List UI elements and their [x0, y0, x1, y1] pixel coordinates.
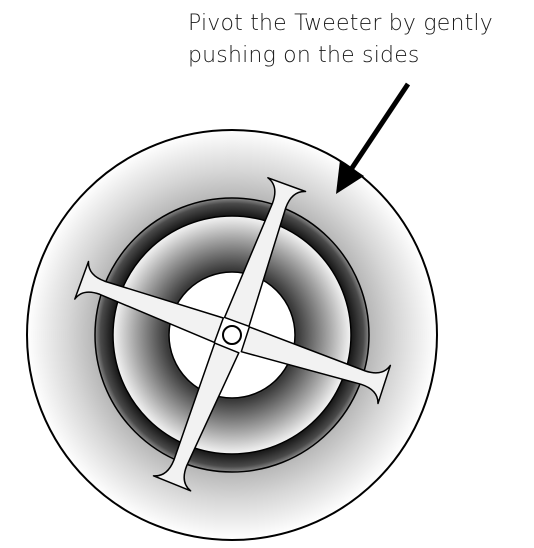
- callout-arrow: [336, 84, 408, 194]
- pivot-center-dot: [223, 326, 241, 344]
